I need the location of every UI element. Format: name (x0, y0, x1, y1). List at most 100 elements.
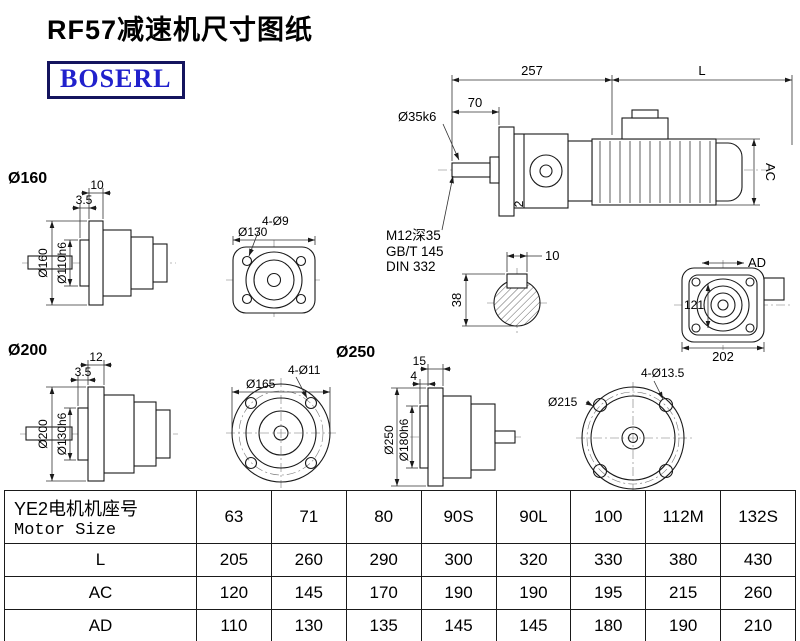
value-cell: 120 (196, 576, 272, 610)
shaft-diameter-label: Ø35k6 (398, 109, 436, 124)
value-cell: 330 (570, 543, 647, 577)
motor-adapter (567, 140, 593, 202)
dim-flange165: Ø165 (246, 377, 276, 391)
frame-size-col-7: 132S (720, 490, 796, 544)
dim-15: 15 (413, 354, 427, 368)
motor-size-header-cn: YE2电机机座号 (14, 498, 139, 519)
boserl-logo: BOSERL (47, 61, 185, 99)
dim-AD: AD (748, 255, 766, 270)
dim-flange250-dia: Ø250 (382, 425, 396, 455)
dim-3-5-200: 3.5 (75, 365, 92, 379)
frame-size-col-2: 80 (345, 490, 422, 544)
tap-hole-note: M12深35 (386, 228, 441, 243)
view-flange160-side: Ø160 10 3.5 Ø160 Ø110h (8, 170, 176, 306)
frame-size-col-0: 63 (196, 490, 272, 544)
value-cell: 190 (645, 609, 722, 641)
value-cell: 290 (345, 543, 422, 577)
view-motor-end: AD 121 202 (674, 255, 790, 364)
view-flange165-front: Ø250 Ø165 4-Ø11 (226, 344, 375, 488)
dim-4: 4 (410, 369, 417, 383)
value-cell: 130 (270, 609, 347, 641)
dim-257: 257 (521, 63, 543, 78)
dim-spigot160-dia: Ø110h6 (55, 242, 69, 284)
value-cell: 145 (495, 609, 572, 641)
value-cell: 300 (420, 543, 497, 577)
motor-size-header-en: Motor Size (14, 520, 117, 540)
gearbox-body-250 (442, 395, 472, 479)
flange250-plate (427, 387, 444, 487)
flange160-spigot (79, 239, 90, 287)
terminal-box-side (763, 277, 785, 301)
value-cell: 190 (495, 576, 572, 610)
technical-drawing: 257 L 70 Ø35k6 AC 2 M12深35 GB/T 145 DIN … (8, 63, 793, 490)
flange130-outline (232, 246, 316, 314)
row-label-L: L (4, 543, 197, 577)
flange165-outline (231, 383, 331, 483)
dim-12: 12 (89, 350, 103, 364)
view-flange250-side: 15 4 Ø250 Ø180h6 (382, 354, 524, 487)
view-flange130-front: Ø130 4-Ø9 (226, 214, 322, 320)
gear-housing (513, 133, 569, 209)
label-flange200: Ø200 (8, 342, 47, 359)
motor-end-flange (681, 267, 765, 343)
flange215-outline (581, 386, 685, 490)
value-cell: 210 (720, 609, 796, 641)
flange200-plate (87, 386, 105, 482)
dim-3-5: 3.5 (76, 193, 93, 207)
value-cell: 145 (420, 609, 497, 641)
dim-flange130: Ø130 (238, 225, 268, 239)
flange250-spigot (419, 405, 429, 469)
boserl-logo-text: BOSERL (60, 64, 172, 93)
view-flange200-side: Ø200 12 3.5 Ø200 Ø130h (8, 342, 178, 482)
frame-size-col-3: 90S (420, 490, 497, 544)
value-cell: 215 (645, 576, 722, 610)
frame-size-col-6: 112M (645, 490, 722, 544)
dim-70: 70 (468, 95, 482, 110)
flange200-spigot (77, 407, 89, 461)
frame-size-col-5: 100 (570, 490, 647, 544)
table-row-AC: AC 120 145 170 190 190 195 215 260 (4, 576, 796, 610)
dim-flange200-dia: Ø200 (36, 419, 50, 449)
value-cell: 180 (570, 609, 647, 641)
dim-10: 10 (90, 178, 104, 192)
frame-size-col-1: 71 (270, 490, 347, 544)
terminal-box (621, 117, 669, 140)
table-row-AD: AD 110 130 135 145 145 180 190 210 (4, 609, 796, 641)
value-cell: 380 (645, 543, 722, 577)
value-cell: 320 (495, 543, 572, 577)
table-row-L: L 205 260 290 300 320 330 380 430 (4, 543, 796, 577)
dim-spigot200-dia: Ø130h6 (55, 412, 69, 455)
bolt-holes-165: 4-Ø11 (288, 363, 321, 377)
page-title: RF57减速机尺寸图纸 (47, 15, 314, 45)
dim-spigot250-dia: Ø180h6 (397, 418, 411, 461)
motor-fins (599, 141, 711, 203)
value-cell: 260 (720, 576, 796, 610)
view-shaft-key-section: 10 38 (449, 248, 559, 336)
value-cell: 145 (270, 576, 347, 610)
value-cell: 205 (196, 543, 272, 577)
value-cell: 170 (345, 576, 422, 610)
label-flange250: Ø250 (336, 344, 375, 361)
row-label-AC: AC (4, 576, 197, 610)
value-cell: 430 (720, 543, 796, 577)
dim-key-width: 10 (545, 248, 559, 263)
dim-L: L (698, 63, 705, 78)
bolt-holes-215: 4-Ø13.5 (641, 366, 685, 380)
view-flange215-front: 4-Ø13.5 Ø215 (548, 366, 692, 490)
value-cell: 110 (196, 609, 272, 641)
standard-note-din: DIN 332 (386, 259, 436, 274)
output-shaft (451, 162, 491, 178)
view-main-assembly: 257 L 70 Ø35k6 AC 2 M12深35 GB/T 145 DIN … (386, 63, 793, 274)
value-cell: 190 (420, 576, 497, 610)
motor-body (591, 138, 717, 206)
dim-AC: AC (763, 163, 778, 181)
dim-flange215: Ø215 (548, 395, 578, 409)
label-flange160: Ø160 (8, 170, 47, 187)
row-label-AD: AD (4, 609, 197, 641)
bolt-holes-130: 4-Ø9 (262, 214, 289, 228)
dim-38: 38 (449, 293, 464, 307)
dimension-table: YE2电机机座号 Motor Size 63 71 80 90S 90L 100… (4, 490, 796, 641)
dim-2: 2 (512, 200, 526, 207)
table-header-row: YE2电机机座号 Motor Size 63 71 80 90S 90L 100… (4, 490, 796, 544)
